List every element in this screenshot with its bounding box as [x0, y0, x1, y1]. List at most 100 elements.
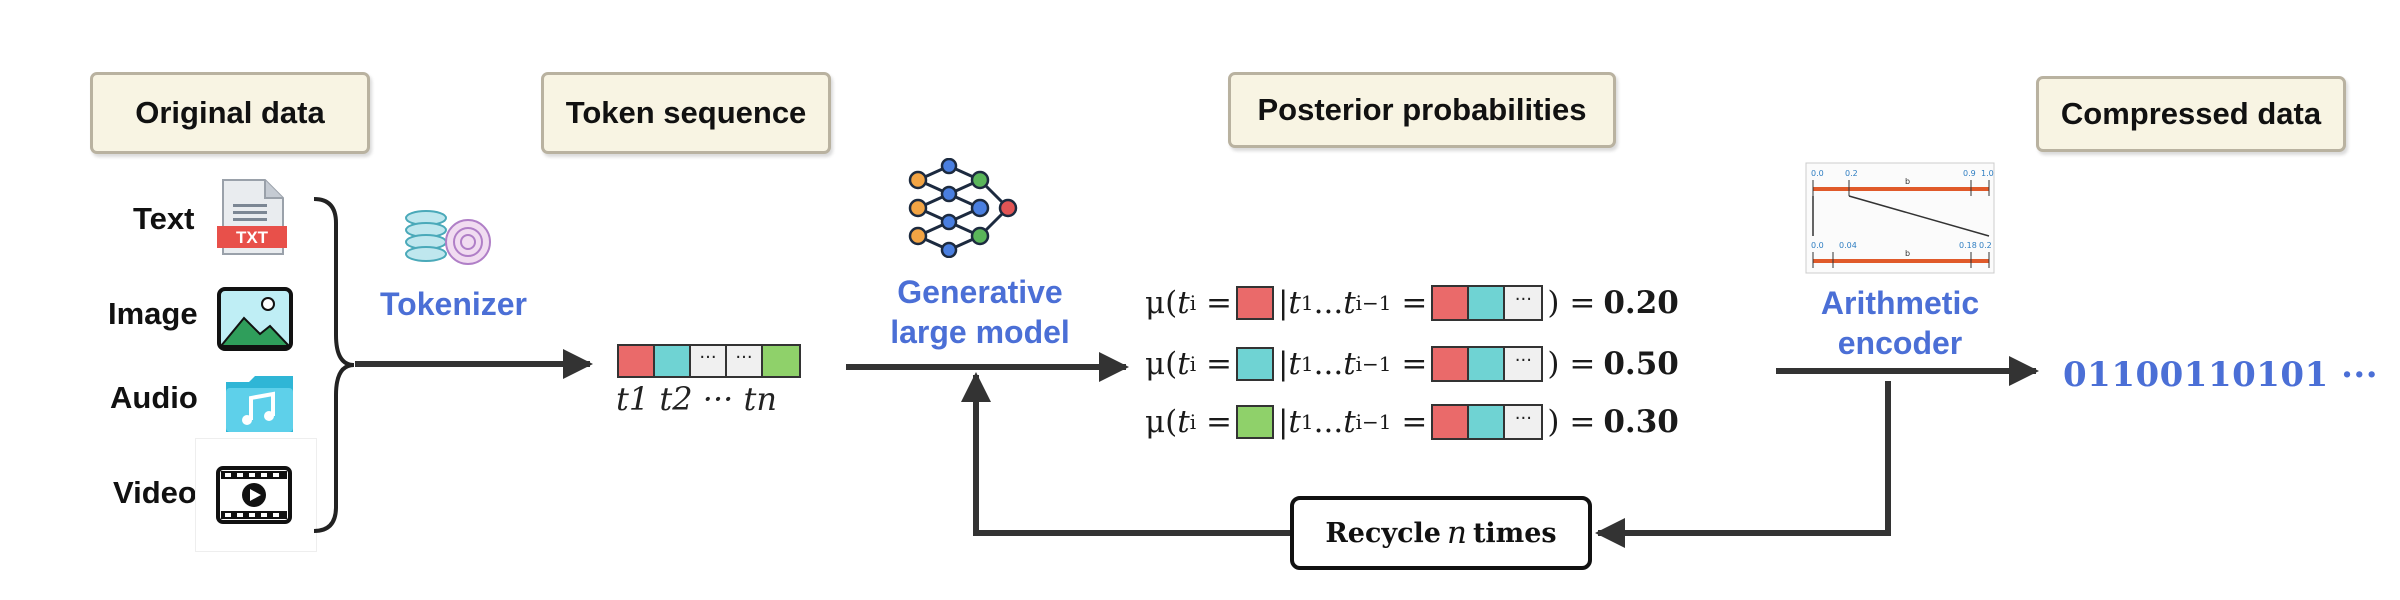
- eq-sub-i: i: [1189, 291, 1197, 315]
- eq-sub-i: i: [1189, 352, 1197, 376]
- header-compressed-data: Compressed data: [2036, 76, 2346, 152]
- eq-dots: ...: [1313, 285, 1344, 321]
- txt-label: TXT: [236, 228, 269, 247]
- eq-sub-prev: i−1: [1355, 352, 1392, 376]
- eq-value-2: 0.50: [1603, 346, 1679, 382]
- eq-sub-1: 1: [1300, 352, 1314, 376]
- encoder-label-line-2: encoder: [1837, 325, 1963, 361]
- eq-var: t: [1177, 346, 1190, 382]
- modality-audio: Audio: [110, 380, 198, 415]
- eq-close: ): [1547, 346, 1560, 382]
- eq-equals: =: [1569, 404, 1596, 440]
- eq-value-3: 0.30: [1603, 404, 1679, 440]
- header-posterior-probabilities: Posterior probabilities: [1228, 72, 1616, 148]
- eq-context: |t: [1277, 404, 1301, 440]
- eq-context-seq: ···: [1431, 285, 1544, 321]
- eq-equals: =: [1401, 404, 1428, 440]
- modality-image: Image: [108, 296, 198, 331]
- eq-equals: =: [1206, 346, 1232, 382]
- header-original-data: Original data: [90, 72, 370, 154]
- eq-mu: μ: [1145, 285, 1166, 321]
- token-cell-red: [619, 346, 655, 376]
- encoder-label: Arithmetic encoder: [1790, 283, 2010, 363]
- audio-folder-icon: [226, 376, 293, 432]
- enc-bottom-tick: 0.2: [1979, 241, 1992, 250]
- eq-mu: μ: [1145, 404, 1166, 440]
- neural-network-icon: [908, 158, 1018, 258]
- modality-bracket: [313, 197, 355, 533]
- arithmetic-coding-chart-icon: 0.0 0.2 b 0.9 1.0 0.0 0.04 b 0.18 0.2: [1805, 162, 1995, 274]
- ctx-cyan: [1469, 287, 1506, 319]
- eq-dots: ...: [1313, 404, 1344, 440]
- token-cell-ellipsis: ···: [691, 346, 727, 376]
- eq-sub-1: 1: [1300, 410, 1314, 434]
- arrow-recycle-to-model: [961, 372, 1290, 536]
- eq-equals: =: [1401, 285, 1428, 321]
- model-label-line-2: large model: [890, 314, 1070, 350]
- bits-trail: ···: [2341, 355, 2379, 395]
- model-label: Generative large model: [872, 272, 1088, 352]
- modality-text: Text: [133, 201, 195, 236]
- eq-var: t: [1343, 404, 1356, 440]
- token-caption: t1 t2 ··· tn: [616, 380, 777, 418]
- enc-top-tick: 0.0: [1811, 169, 1824, 178]
- eq-close: ): [1547, 285, 1560, 321]
- enc-top-tick: 1.0: [1981, 169, 1994, 178]
- ctx-ellipsis: ···: [1505, 287, 1542, 319]
- enc-bottom-tick: b: [1905, 249, 1910, 258]
- token-cell-green: [763, 346, 799, 376]
- eq-equals: =: [1206, 285, 1232, 321]
- eq-context-seq: ···: [1431, 404, 1544, 440]
- eq-square-green: [1235, 405, 1274, 439]
- eq-close: ): [1547, 404, 1560, 440]
- enc-bottom-tick: 0.18: [1959, 241, 1977, 250]
- bits-value: 01100110101: [2063, 355, 2329, 395]
- token-cell-ellipsis: ···: [727, 346, 763, 376]
- ctx-red: [1433, 287, 1470, 319]
- eq-context: |t: [1277, 346, 1301, 382]
- ctx-red: [1433, 348, 1470, 380]
- eq-equals: =: [1401, 346, 1428, 382]
- recycle-var: n: [1446, 515, 1467, 551]
- header-token-sequence: Token sequence: [541, 72, 831, 154]
- txt-file-icon: TXT: [217, 179, 287, 255]
- tokenizer-label: Tokenizer: [380, 286, 527, 322]
- token-cell-cyan: [655, 346, 691, 376]
- model-label-line-1: Generative: [897, 274, 1063, 310]
- eq-square-cyan: [1235, 347, 1274, 381]
- eq-context: |t: [1277, 285, 1301, 321]
- video-icon: [216, 466, 292, 524]
- eq-var: t: [1343, 346, 1356, 382]
- eq-equals: =: [1569, 346, 1596, 382]
- enc-top-tick: b: [1905, 177, 1910, 186]
- ctx-ellipsis: ···: [1505, 406, 1542, 438]
- eq-sub-prev: i−1: [1355, 291, 1392, 315]
- recycle-prefix: Recycle: [1325, 517, 1441, 549]
- modality-video: Video: [113, 475, 197, 510]
- eq-mu: μ: [1145, 346, 1166, 382]
- ctx-ellipsis: ···: [1505, 348, 1542, 380]
- eq-var: t: [1177, 285, 1190, 321]
- ctx-cyan: [1469, 348, 1506, 380]
- eq-equals: =: [1206, 404, 1232, 440]
- enc-bottom-tick: 0.0: [1811, 241, 1824, 250]
- eq-sub-1: 1: [1300, 291, 1314, 315]
- eq-var: t: [1343, 285, 1356, 321]
- tokenizer-icon: [405, 210, 491, 265]
- encoder-label-line-1: Arithmetic: [1820, 285, 1980, 321]
- eq-context-seq: ···: [1431, 346, 1544, 382]
- token-sequence-strip: ··· ···: [617, 344, 801, 378]
- enc-top-tick: 0.2: [1845, 169, 1858, 178]
- ctx-red: [1433, 406, 1470, 438]
- ctx-cyan: [1469, 406, 1506, 438]
- eq-var: t: [1177, 404, 1190, 440]
- eq-sub-i: i: [1189, 410, 1197, 434]
- eq-sub-prev: i−1: [1355, 410, 1392, 434]
- recycle-suffix: times: [1472, 517, 1557, 549]
